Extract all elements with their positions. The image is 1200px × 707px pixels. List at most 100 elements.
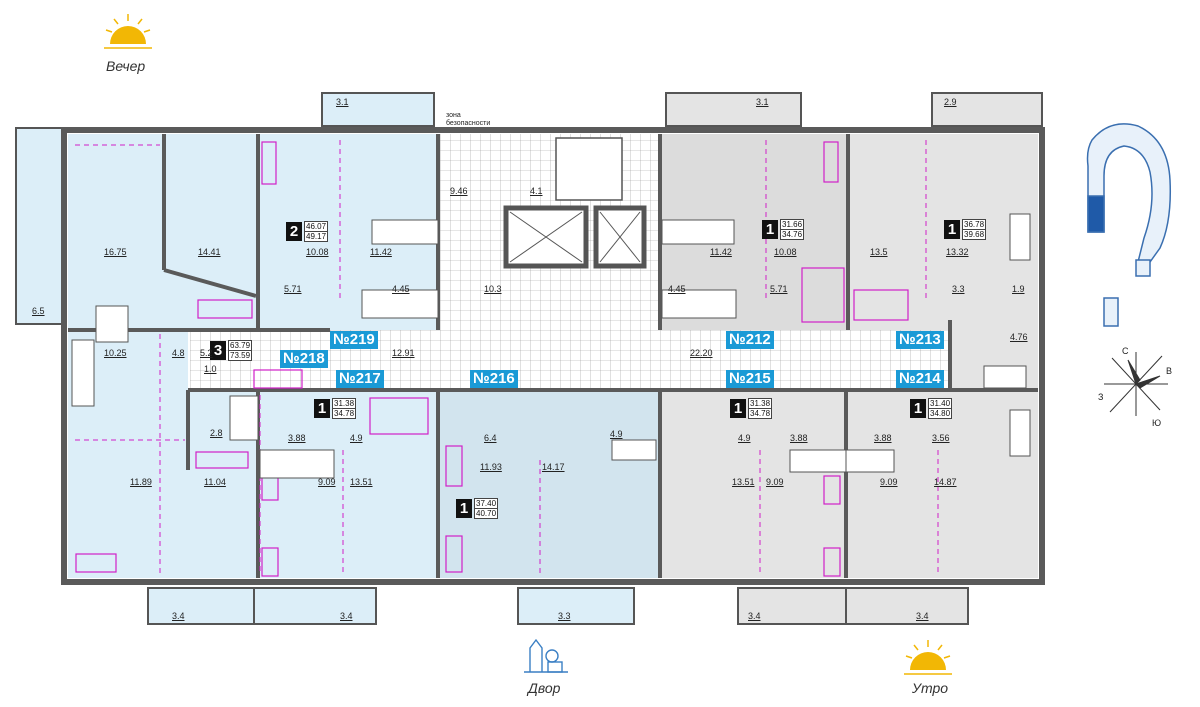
apartment-214-tag[interactable]: №214 (896, 370, 944, 388)
balcony-area: 3.4 (748, 611, 761, 621)
balcony-area: 3.4 (916, 611, 929, 621)
safety-zone-label: зона безопасности (446, 112, 491, 127)
balcony (147, 587, 255, 625)
balcony (665, 92, 802, 127)
room-area: 1.9 (1012, 284, 1025, 294)
room-area: 14.17 (542, 462, 565, 472)
room-count: 3 (210, 341, 226, 360)
room-area: 11.42 (710, 247, 732, 257)
area-total: 31.38 (332, 398, 357, 409)
area-alt: 34.76 (780, 230, 805, 240)
balcony-area: 3.1 (756, 97, 769, 107)
room-area: 4.9 (350, 433, 363, 443)
room-area: 3.3 (952, 284, 965, 294)
svg-text:В: В (1166, 366, 1172, 376)
room-area: 5.2 (200, 348, 213, 358)
apartment-216-tag[interactable]: №216 (470, 370, 518, 388)
balcony-area: 3.1 (336, 97, 349, 107)
room-area: 9.09 (766, 477, 784, 487)
room-count: 1 (762, 220, 778, 239)
staircase (555, 137, 623, 201)
apartment-218-tag[interactable]: №218 (280, 350, 328, 368)
room-area: 10.3 (484, 284, 502, 294)
svg-text:Ю: Ю (1152, 418, 1161, 428)
balcony (517, 587, 635, 625)
apartment-219-tag[interactable]: №219 (330, 331, 378, 349)
room-area: 9.09 (318, 477, 336, 487)
room-area: 4.1 (530, 186, 543, 196)
area-total: 46.07 (304, 221, 329, 232)
apartment-212-tag[interactable]: №212 (726, 331, 774, 349)
balcony (737, 587, 847, 625)
area-alt: 39.68 (962, 230, 987, 240)
area-alt: 40.70 (474, 509, 499, 519)
area-total: 36.78 (962, 219, 987, 230)
room-area: 14.87 (934, 477, 957, 487)
room-area: 9.09 (880, 477, 898, 487)
fixtures (71, 213, 1031, 479)
room-area: 13.32 (946, 247, 969, 257)
apartment-213-tag[interactable]: №213 (896, 331, 944, 349)
room-area: 22.20 (690, 348, 713, 358)
area-total: 31.40 (928, 398, 953, 409)
room-area: 9.46 (450, 186, 468, 196)
sun-icon-evening (104, 14, 152, 49)
balcony-area: 2.9 (944, 97, 957, 107)
area-total: 31.38 (748, 398, 773, 409)
sun-icon-morning (904, 640, 952, 675)
room-area: 10.08 (774, 247, 797, 257)
room-area: 13.51 (350, 477, 373, 487)
room-area: 3.88 (790, 433, 808, 443)
room-area: 4.45 (668, 284, 686, 294)
magenta-boxes (75, 141, 909, 577)
room-area: 11.04 (204, 477, 226, 487)
area-total: 31.66 (780, 219, 805, 230)
balcony-area: 3.3 (558, 611, 571, 621)
balcony-area: 3.4 (172, 611, 185, 621)
room-area: 1.0 (204, 364, 217, 374)
balcony (321, 92, 435, 127)
room-count: 2 (286, 222, 302, 241)
room-area: 5.71 (770, 284, 788, 294)
yard-icon (524, 638, 568, 673)
area-alt: 73.59 (228, 351, 253, 361)
room-area: 10.08 (306, 247, 329, 257)
room-area: 13.51 (732, 477, 755, 487)
room-area: 14.41 (198, 247, 221, 257)
room-area: 3.88 (874, 433, 892, 443)
balcony-area: 3.4 (340, 611, 353, 621)
room-area: 4.76 (1010, 332, 1028, 342)
apartment-215-tag[interactable]: №215 (726, 370, 774, 388)
room-area: 6.4 (484, 433, 497, 443)
balcony (253, 587, 377, 625)
caption-yard: Двор (528, 680, 561, 696)
svg-text:З: З (1098, 392, 1103, 402)
room-area: 5.71 (284, 284, 302, 294)
room-area: 10.25 (104, 348, 127, 358)
balcony (15, 127, 65, 325)
area-alt: 49.17 (304, 232, 329, 242)
room-area: 13.5 (870, 247, 888, 257)
room-area: 4.9 (738, 433, 751, 443)
balcony (845, 587, 969, 625)
balcony (931, 92, 1043, 127)
compass-rose-icon (1104, 352, 1168, 416)
room-area: 4.9 (610, 429, 623, 439)
area-total: 63.79 (228, 340, 253, 351)
room-area: 11.89 (130, 477, 152, 487)
apartment-217-tag[interactable]: №217 (336, 370, 384, 388)
building-location-map (1086, 123, 1172, 327)
caption-evening: Вечер (106, 58, 146, 74)
room-area: 12.91 (392, 348, 415, 358)
room-area: 4.45 (392, 284, 410, 294)
room-area: 16.75 (104, 247, 127, 257)
